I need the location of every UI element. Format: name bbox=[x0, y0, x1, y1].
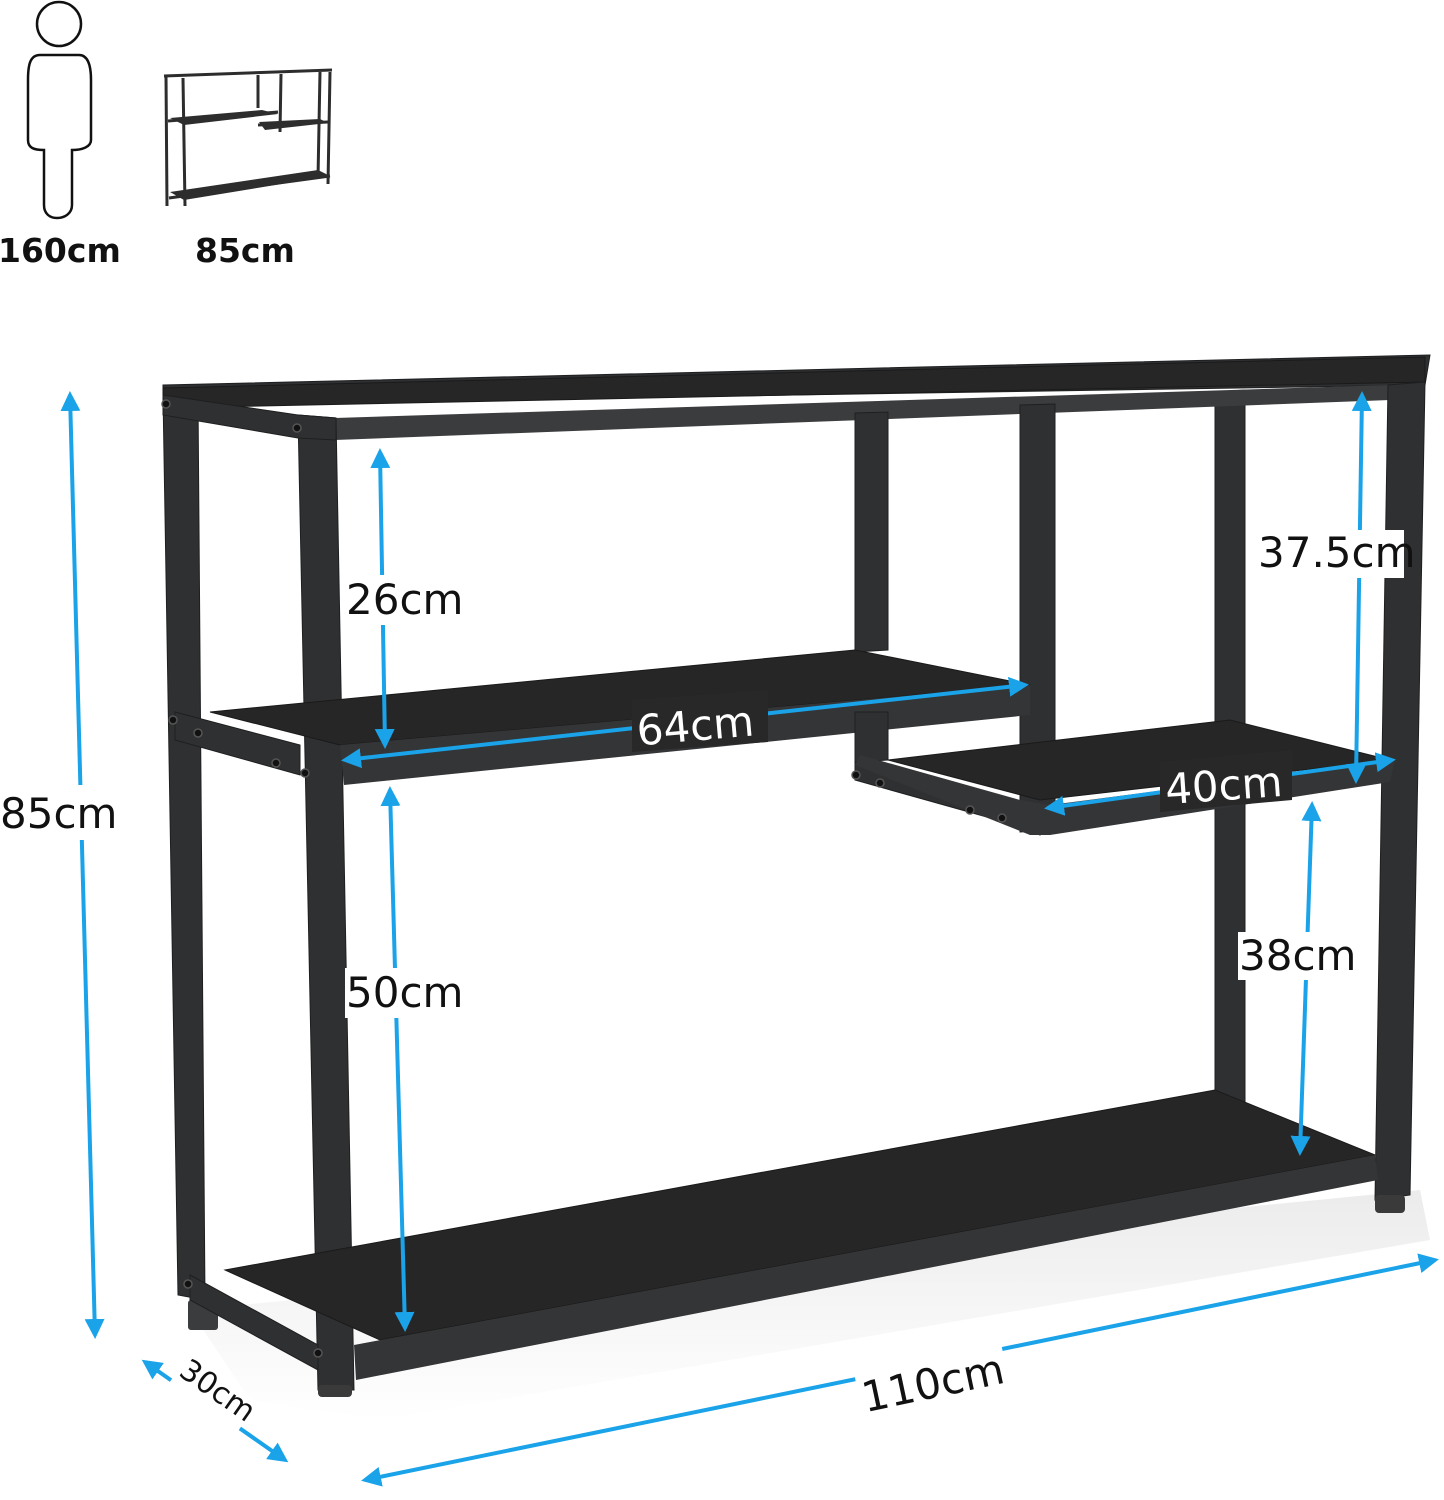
top-right-clearance-label: 37.5cm bbox=[1258, 528, 1416, 577]
person-outline-icon bbox=[26, 0, 93, 220]
console-table-drawing bbox=[161, 354, 1431, 1420]
middle-right-width-label: 40cm bbox=[1163, 757, 1284, 814]
person-height-label: 160cm bbox=[0, 231, 121, 270]
bottom-left-clearance-label: 50cm bbox=[346, 968, 463, 1017]
height-arrow bbox=[60, 391, 105, 1339]
bottom-right-clearance-label: 38cm bbox=[1239, 931, 1356, 980]
scale-reference: 160cm 85cm bbox=[0, 0, 333, 270]
top-left-clearance-label: 26cm bbox=[346, 575, 463, 624]
total-height-label: 85cm bbox=[0, 789, 117, 838]
middle-left-width-label: 64cm bbox=[635, 696, 756, 755]
product-height-label: 85cm bbox=[195, 231, 295, 270]
bolts bbox=[161, 399, 1007, 1358]
dimension-arrows: 85cm 26cm 37.5cm 64cm 40cm 50cm 38cm 30c… bbox=[0, 391, 1439, 1487]
console-table-thumbnail-icon bbox=[163, 68, 333, 207]
